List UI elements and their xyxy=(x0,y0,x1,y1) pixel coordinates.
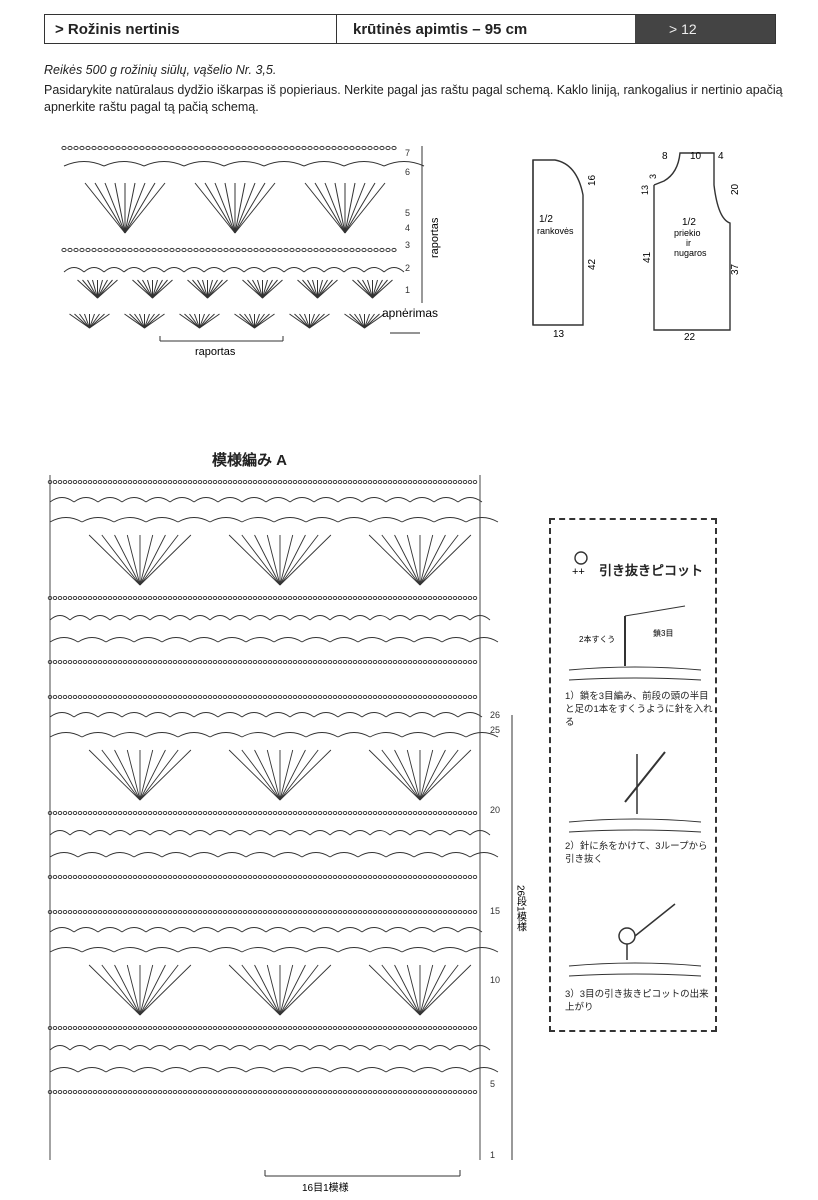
body-neck-13: 13 xyxy=(640,185,650,195)
body-neck-3: 3 xyxy=(648,174,658,179)
body-top-8: 8 xyxy=(662,151,668,162)
row-num-7: 7 xyxy=(405,148,410,158)
page-number: > 12 xyxy=(635,15,775,43)
raportas-horizontal-label: raportas xyxy=(195,346,236,358)
big-row-26: 26 xyxy=(490,710,500,720)
svg-text:2本すくう: 2本すくう xyxy=(579,634,615,644)
size-label: krūtinės apimtis – 95 cm xyxy=(353,21,528,38)
row-num-2: 2 xyxy=(405,263,410,273)
body-schematic: 8 10 4 13 3 1/2 priekio ir nugaros 41 20… xyxy=(640,151,741,343)
sleeve-schematic: 1/2 rankovės 16 42 13 xyxy=(532,159,598,340)
body-top-4: 4 xyxy=(718,151,724,162)
svg-text:++: ++ xyxy=(572,566,585,578)
body-label-d: nugaros xyxy=(674,248,707,258)
row-num-5: 5 xyxy=(405,208,410,218)
big-repeat-horizontal: 16目1模様 xyxy=(302,1181,349,1194)
sleeve-label-b: rankovės xyxy=(537,226,574,236)
big-row-10: 10 xyxy=(490,975,500,985)
chart-symbols xyxy=(61,145,425,329)
small-stitch-chart: 7 6 5 4 3 2 1 raportas apnėrimas raporta… xyxy=(61,145,441,358)
body-side: 37 xyxy=(730,263,741,275)
body-label-b: priekio xyxy=(674,228,701,238)
sleeve-width-dim: 13 xyxy=(553,329,565,340)
big-repeat-vertical: 26段1模様 xyxy=(515,885,527,932)
big-row-15: 15 xyxy=(490,906,500,916)
edging-label: apnėrimas xyxy=(382,306,438,320)
body-width: 22 xyxy=(684,332,696,343)
chart-symbols xyxy=(47,475,499,1160)
big-row-20: 20 xyxy=(490,805,500,815)
picot-step-3: 3）3目の引き抜きピコットの出来上がり xyxy=(565,989,709,1013)
picot-symbol-icon: ++ xyxy=(572,551,588,578)
page-header: > Rožinis nertinis krūtinės apimtis – 95… xyxy=(44,14,776,44)
picot-fig-2 xyxy=(568,751,702,833)
big-row-1: 1 xyxy=(490,1150,495,1160)
body-top-10: 10 xyxy=(690,151,702,162)
materials-text: Reikės 500 g rožinių siūlų, vąšelio Nr. … xyxy=(44,63,277,77)
big-row-25: 25 xyxy=(490,725,500,735)
svg-text:鎖3目: 鎖3目 xyxy=(653,628,673,638)
picot-step-2: 2）針に糸をかけて、3ループから引き抜く xyxy=(565,841,708,865)
big-chart-title: 模様編み A xyxy=(212,452,288,469)
sleeve-cap-dim: 16 xyxy=(587,174,598,186)
body-armhole: 20 xyxy=(730,183,741,195)
intro-text: Reikės 500 g rožinių siūlų, vąšelio Nr. … xyxy=(44,62,784,116)
picot-title: 引き抜きピコット xyxy=(599,563,704,578)
row-num-6: 6 xyxy=(405,167,410,177)
big-row-5: 5 xyxy=(490,1079,495,1089)
body-label-c: ir xyxy=(686,238,691,248)
big-stitch-chart: 26 25 20 15 10 5 1 26段1模様 16目1模様 xyxy=(47,475,527,1194)
raportas-vertical-label: raportas xyxy=(429,217,441,258)
row-num-3: 3 xyxy=(405,240,410,250)
picot-fig-1: 2本すくう 鎖3目 xyxy=(568,605,702,681)
row-num-1: 1 xyxy=(405,285,410,295)
sleeve-length-dim: 42 xyxy=(587,258,598,270)
picot-instruction-panel: ++ 引き抜きピコット 2本すくう 鎖3目 1）鎖を3目編み、前段の頭の半目と足… xyxy=(549,518,717,1032)
pattern-title: > Rožinis nertinis xyxy=(45,15,337,43)
picot-fig-3 xyxy=(568,903,702,977)
body-label-a: 1/2 xyxy=(682,217,696,228)
instructions-text: Pasidarykite natūralaus dydžio iškarpas … xyxy=(44,83,783,114)
body-left-length: 41 xyxy=(642,251,653,263)
row-num-4: 4 xyxy=(405,223,410,233)
sleeve-label-a: 1/2 xyxy=(539,214,553,225)
picot-step-1: 1）鎖を3目編み、前段の頭の半目と足の1本をすくうように針を入れる xyxy=(565,691,713,728)
